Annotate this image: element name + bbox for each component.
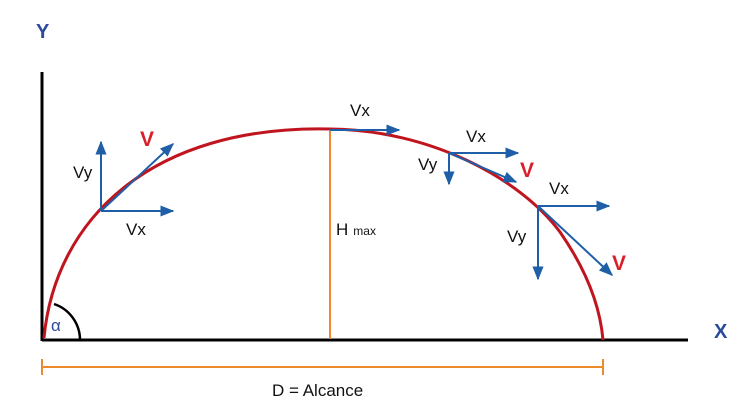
vx-label-2: Vx: [466, 127, 486, 146]
vx-label-1: Vx: [126, 220, 146, 239]
velocity-point-top: Vx: [330, 101, 401, 136]
v-arrow-3: [537, 205, 614, 276]
velocity-point-1: Vx Vy V: [73, 128, 175, 239]
vy-label-1: Vy: [73, 163, 93, 182]
v-label-2: V: [520, 159, 534, 182]
velocity-point-3: Vx Vy V: [507, 179, 626, 281]
v-label-3: V: [612, 252, 626, 275]
angle-arc: [53, 302, 82, 341]
v-arrow-2: [448, 152, 518, 183]
x-axis-label: X: [714, 321, 728, 343]
angle-symbol: α: [51, 316, 61, 335]
vy-label-3: Vy: [507, 227, 527, 246]
range-label: D = Alcance: [272, 381, 363, 400]
v-label-1: V: [140, 128, 154, 151]
velocity-point-2: Vx Vy V: [418, 127, 534, 186]
max-height-sub: max: [353, 224, 376, 238]
y-axis-label: Y: [36, 21, 50, 43]
vx-label-3: Vx: [549, 179, 569, 198]
v-arrow-1: [100, 143, 175, 212]
vx-label-top: Vx: [350, 101, 370, 120]
vy-label-2: Vy: [418, 155, 438, 174]
